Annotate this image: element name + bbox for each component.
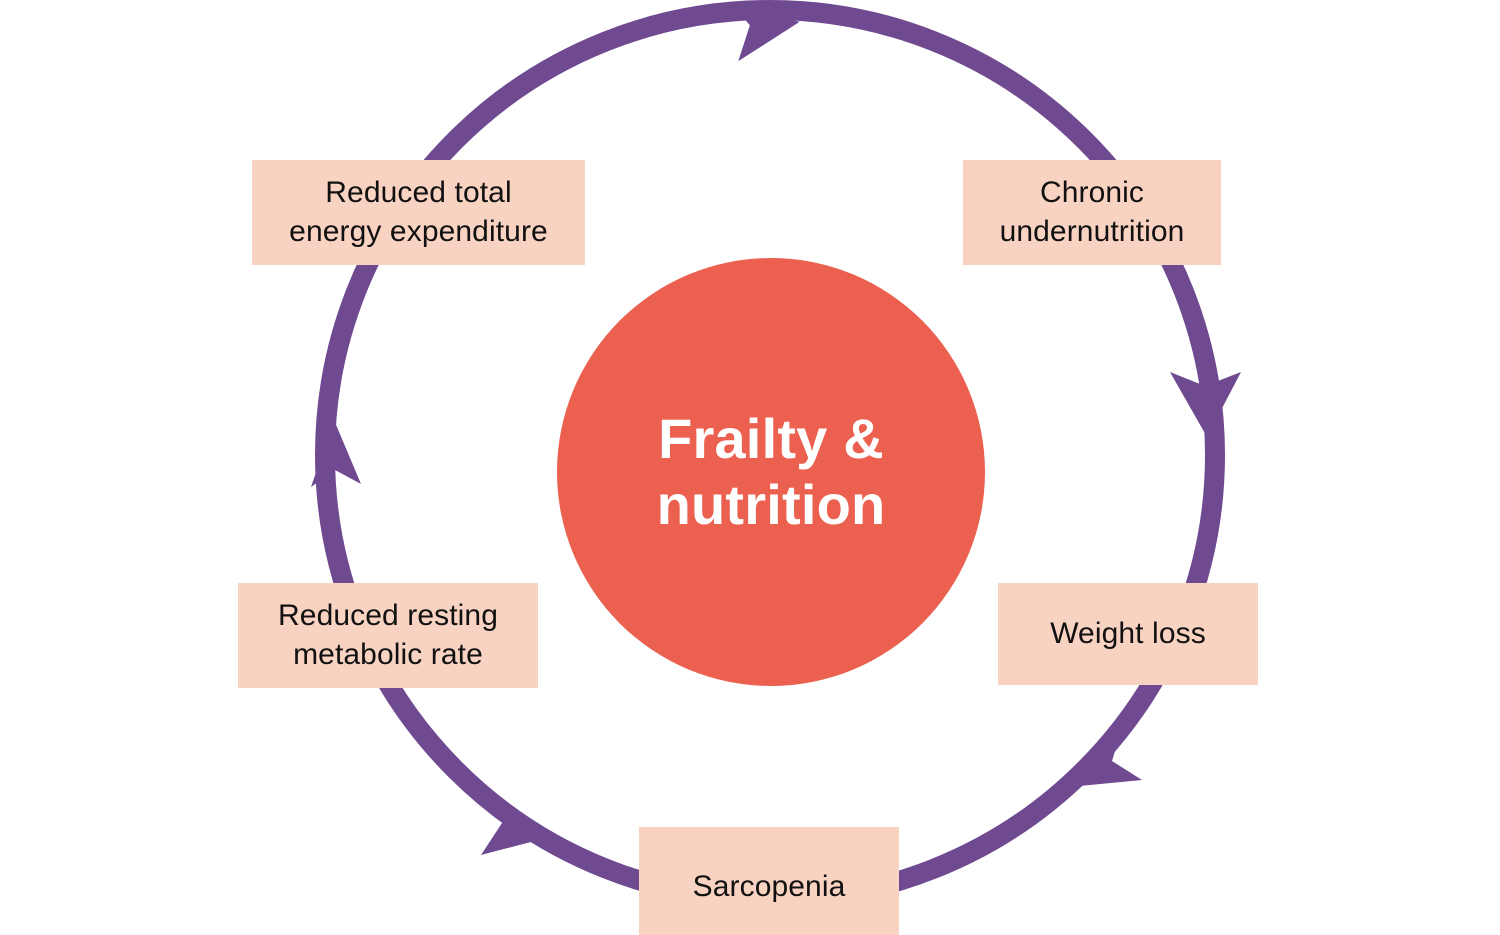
center-hub-label: Frailty & nutrition [656, 406, 886, 536]
node-chronic-undernutrition[interactable]: Chronic undernutrition [963, 160, 1221, 265]
node-label-sarcopenia: Sarcopenia [692, 869, 846, 903]
cycle-arrowhead-right [1170, 372, 1241, 437]
node-label-reduced-total-energy-expenditure: Reduced total energy expenditure [289, 176, 548, 248]
center-hub: Frailty & nutrition [557, 258, 985, 686]
cycle-arrowhead-bottom-left [481, 788, 546, 855]
node-label-chronic-undernutrition: Chronic undernutrition [999, 176, 1185, 248]
node-weight-loss[interactable]: Weight loss [998, 583, 1258, 685]
cycle-arrowhead-left [311, 420, 361, 487]
cycle-arrowhead-bottom-right [1069, 728, 1142, 787]
node-label-reduced-resting-metabolic-rate: Reduced resting metabolic rate [278, 599, 498, 671]
node-reduced-resting-metabolic-rate[interactable]: Reduced resting metabolic rate [238, 583, 538, 688]
node-label-weight-loss: Weight loss [1050, 616, 1206, 650]
node-sarcopenia[interactable]: Sarcopenia [639, 827, 899, 935]
cycle-arrowhead-top [734, 7, 800, 62]
node-reduced-total-energy-expenditure[interactable]: Reduced total energy expenditure [252, 160, 585, 265]
